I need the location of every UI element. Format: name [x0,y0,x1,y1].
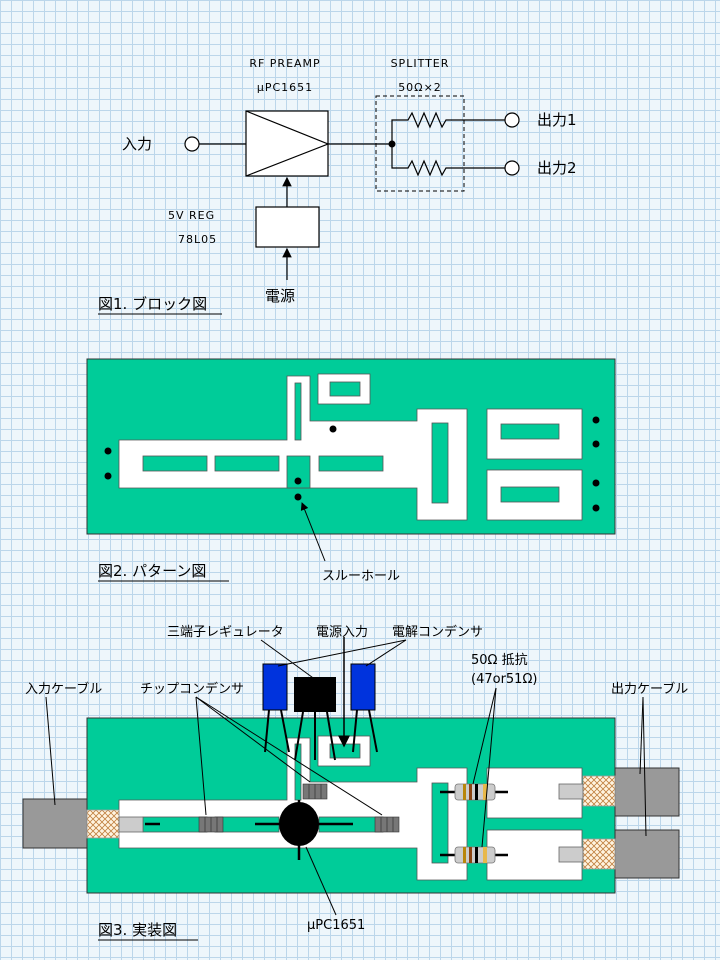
leader-lines [45,639,647,916]
fig1-caption: 図1. ブロック図 [98,295,207,313]
splitter-value: 50Ω×2 [398,81,442,94]
output-cable-2 [558,829,680,879]
input-cable [22,798,144,849]
fig3-caption: 図3. 実装図 [98,921,177,939]
resistor-note: (47or51Ω) [471,672,537,687]
splitter-resistor-1 [391,111,505,144]
electrolytic-cap-left [262,663,290,753]
preamp-title: RF PREAMP [249,57,320,70]
via-holes [104,416,600,512]
splitter-resistor-2 [391,144,505,177]
pcb-gaps [142,381,560,504]
output-cable-label: 出力ケーブル [611,681,688,697]
ic-upc1651 [145,800,353,860]
output-cable-1 [558,767,680,817]
resistor-1 [440,783,508,801]
power-label: 電源 [265,287,295,305]
amplifier-block [245,110,330,177]
reg-title: 5V REG [168,209,215,222]
electrolytic-label: 電解コンデンサ [392,624,483,640]
output2-terminal [504,160,520,176]
regulator-block [255,206,320,248]
output1-terminal [504,112,520,128]
output2-label: 出力2 [537,159,577,177]
resistor-2 [440,846,508,864]
via-label: スルーホール [322,569,400,584]
splitter-box [375,95,465,192]
regulator-label: 三端子レギュレータ [167,625,284,640]
assembly-diagram: 三端子レギュレータ 電源入力 電解コンデンサ 50Ω 抵抗 (47or51Ω) … [22,624,688,941]
regulator-to92 [294,677,336,761]
reg-part: 78L05 [178,233,217,246]
input-terminal [184,136,200,152]
resistor-label: 50Ω 抵抗 [471,653,528,668]
fig2-caption: 図2. パターン図 [98,562,206,580]
input-label: 入力 [122,135,152,153]
chip-cap-label: チップコンデンサ [140,681,244,697]
block-diagram: RF PREAMP μPC1651 SPLITTER 50Ω×2 入力 出力1 … [98,57,577,315]
splitter-title: SPLITTER [391,57,450,70]
input-cable-label: 入力ケーブル [25,681,102,697]
power-input-label: 電源入力 [316,625,368,640]
electrolytic-cap-right [350,663,378,753]
pattern-diagram: スルーホール 図2. パターン図 [86,358,616,584]
output1-label: 出力1 [537,111,577,129]
preamp-part: μPC1651 [257,81,313,94]
ic-label: μPC1651 [307,918,365,933]
